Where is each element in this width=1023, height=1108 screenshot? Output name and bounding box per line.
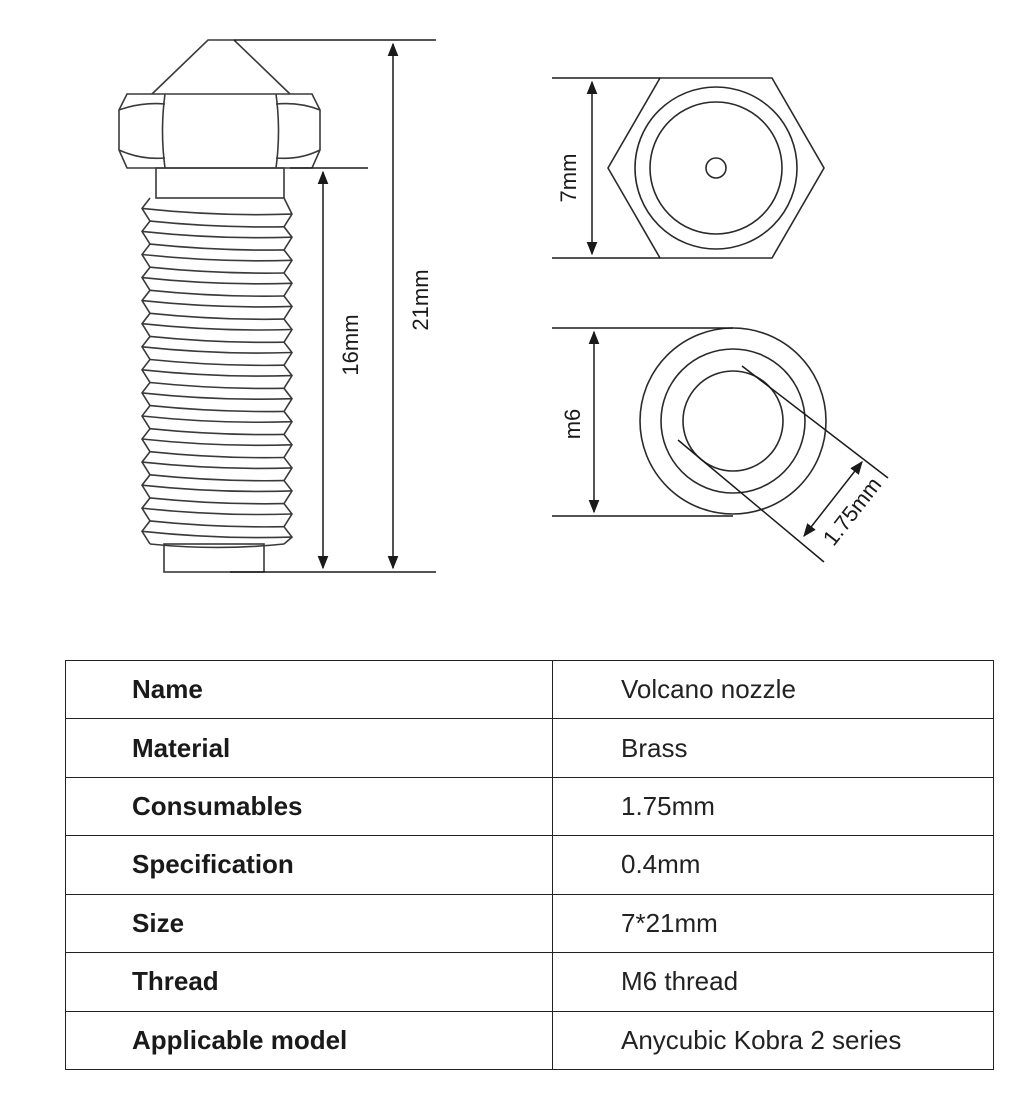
spec-value: 0.4mm — [552, 835, 994, 895]
nozzle-top-view — [607, 77, 825, 259]
thread-root — [149, 266, 285, 274]
thread-root — [149, 450, 285, 459]
thread-crest — [141, 369, 293, 377]
thread-crest — [141, 438, 293, 447]
spec-label: Name — [65, 659, 553, 720]
bottom-dimensions — [552, 327, 889, 563]
spec-label: Material — [65, 718, 553, 778]
thread-root — [149, 497, 285, 505]
spec-label: Specification — [65, 835, 553, 895]
thread-crest — [141, 230, 293, 239]
spec-value: Volcano nozzle — [552, 659, 994, 720]
nozzle-side-view — [118, 39, 321, 573]
nozzle-technical-drawing: 21mm 16mm 7mm m6 1.75mm — [118, 39, 889, 573]
thread-root — [149, 312, 285, 321]
thread-crest — [141, 415, 293, 424]
spec-label: Size — [65, 893, 553, 954]
thread-root — [149, 543, 285, 549]
side-dimensions — [230, 39, 436, 573]
hex-outline — [607, 77, 825, 259]
nozzle-orifice — [705, 157, 727, 179]
nozzle-cone — [151, 39, 291, 95]
top-dimensions — [552, 77, 660, 259]
thread-crest — [141, 322, 293, 331]
thread-crest — [141, 507, 293, 516]
thread-crest — [141, 299, 293, 308]
spec-value: Brass — [552, 718, 994, 778]
thread-crest — [141, 346, 293, 354]
thread-crest — [141, 276, 293, 285]
thread-root — [149, 358, 285, 367]
spec-value: M6 thread — [552, 952, 994, 1012]
thread-crest — [141, 461, 293, 470]
thread-root — [149, 381, 285, 390]
thread-crest — [141, 530, 293, 539]
thread-root — [149, 474, 285, 482]
spec-label: Thread — [65, 952, 553, 1012]
thread-root — [149, 404, 285, 413]
dim-label-m6: m6 — [560, 409, 585, 440]
dim-line-1-75mm — [803, 460, 863, 538]
spec-label: Consumables — [65, 776, 553, 837]
thread-root — [149, 520, 285, 528]
thread-root — [149, 243, 285, 251]
thread-root — [149, 289, 285, 297]
spec-label: Applicable model — [65, 1010, 553, 1071]
dim-label-16mm: 16mm — [338, 314, 363, 375]
nozzle-neck — [155, 167, 285, 199]
spec-value: 7*21mm — [552, 893, 994, 954]
nozzle-tip-collar — [163, 543, 265, 573]
thread-crest — [141, 207, 293, 216]
dim-label-21mm: 21mm — [408, 269, 433, 330]
spec-value: 1.75mm — [552, 776, 994, 837]
nozzle-hex-head — [118, 93, 321, 169]
thread-root — [149, 220, 285, 228]
thread-crest — [141, 392, 293, 401]
thread-root — [149, 335, 285, 344]
thread-crest — [141, 253, 293, 262]
dim-label-7mm: 7mm — [556, 154, 581, 203]
filament-bore — [682, 370, 784, 472]
dim-label-1-75mm: 1.75mm — [818, 472, 887, 550]
spec-value: Anycubic Kobra 2 series — [552, 1010, 994, 1071]
thread-crest — [141, 484, 293, 493]
thread-root — [149, 427, 285, 436]
